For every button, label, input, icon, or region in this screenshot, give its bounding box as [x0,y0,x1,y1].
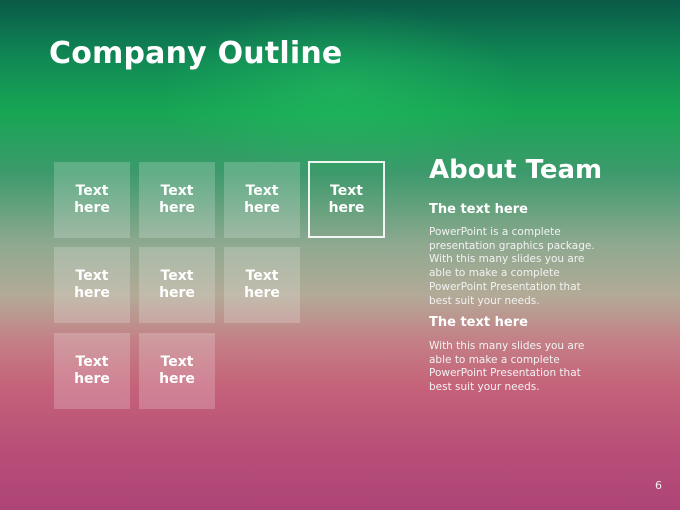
grid-tile-outlined[interactable]: Text here [308,161,385,238]
about-team-heading: About Team [429,155,603,185]
tile-label: Text here [328,182,365,216]
slide-title: Company Outline [49,36,343,71]
grid-tile[interactable]: Text here [224,162,300,238]
grid-tile[interactable]: Text here [54,247,130,323]
tile-label: Text here [159,183,195,216]
page-number: 6 [655,479,662,492]
tile-label: Text here [74,268,110,301]
tile-label: Text here [159,354,195,387]
grid-tile[interactable]: Text here [139,162,215,238]
grid-tile[interactable]: Text here [139,333,215,409]
section-subheading: The text here [429,202,528,217]
grid-tile[interactable]: Text here [139,247,215,323]
grid-tile[interactable]: Text here [54,333,130,409]
tile-label: Text here [244,183,280,216]
tile-label: Text here [74,183,110,216]
section-subheading: The text here [429,315,528,330]
tile-label: Text here [74,354,110,387]
tile-label: Text here [159,268,195,301]
tile-label: Text here [244,268,280,301]
section-paragraph: With this many slides you are able to ma… [429,340,585,394]
grid-tile[interactable]: Text here [54,162,130,238]
section-paragraph: PowerPoint is a complete presentation gr… [429,226,595,307]
grid-tile[interactable]: Text here [224,247,300,323]
